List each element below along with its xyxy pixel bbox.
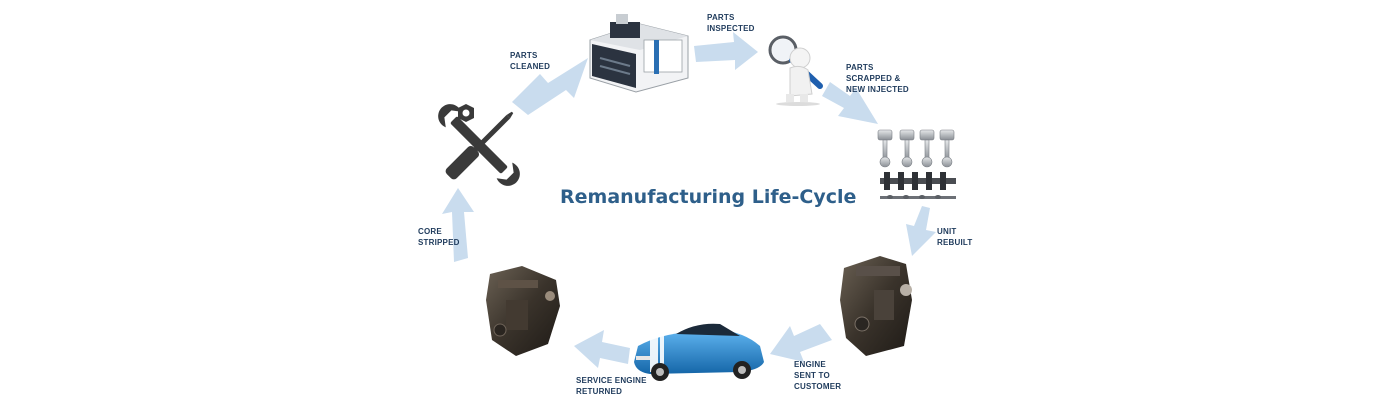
washing-machine-icon (589, 14, 689, 93)
label-parts-scrapped: PARTS SCRAPPED & NEW INJECTED (846, 63, 909, 94)
arrow-inspected-to-scrapped (822, 82, 878, 124)
inspection-figure-icon (768, 35, 823, 106)
cycle-arrows (442, 32, 936, 368)
wrench-screwdriver-icon (438, 104, 520, 186)
label-service-engine: SERVICE ENGINE RETURNED (576, 376, 647, 396)
arrow-sent-to-returned (574, 330, 630, 368)
engine-icon (840, 256, 912, 356)
label-parts-cleaned: PARTS CLEANED (510, 51, 551, 71)
car-icon (634, 323, 764, 381)
engine-parts-icon (877, 129, 956, 199)
arrow-returned-to-stripped (442, 188, 474, 262)
diagram-title: Remanufacturing Life-Cycle (560, 186, 857, 208)
engine-core-icon (486, 266, 560, 356)
arrow-rebuilt-to-sent (770, 324, 832, 362)
arrow-machine-to-magnifier (694, 32, 758, 70)
arrow-scrapped-to-rebuilt (906, 206, 936, 256)
label-parts-inspected: PARTS INSPECTED (707, 13, 755, 33)
label-core-stripped: CORE STRIPPED (418, 227, 460, 247)
arrow-cleaned-to-inspected (512, 58, 588, 115)
label-unit-rebuilt: UNIT REBUILT (937, 227, 973, 247)
label-engine-sent: ENGINE SENT TO CUSTOMER (794, 360, 842, 391)
